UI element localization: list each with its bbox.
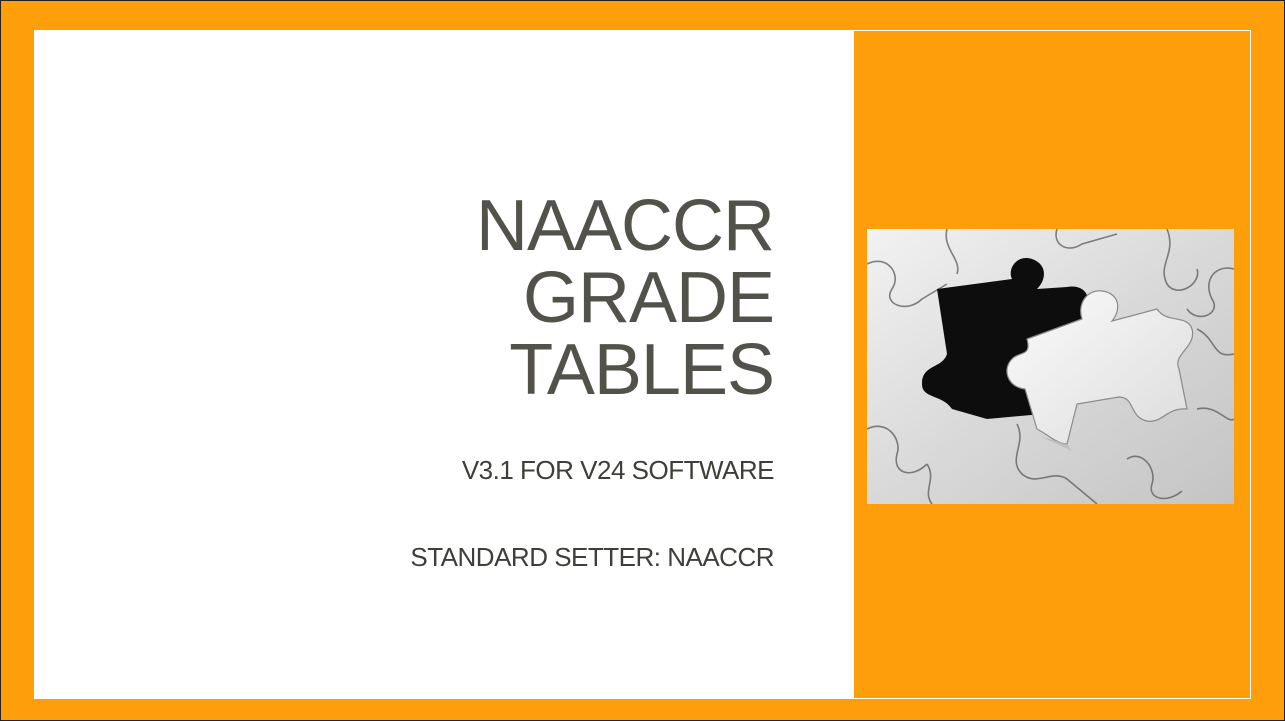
accent-frame: [854, 30, 1251, 699]
puzzle-image: [867, 229, 1234, 504]
slide-title: NAACCR GRADE TABLES: [475, 186, 775, 410]
text-panel: NAACCR GRADE TABLES V3.1 FOR V24 SOFTWAR…: [34, 30, 854, 699]
title-line-1: NAACCR: [475, 186, 775, 266]
standard-setter-subtitle: STANDARD SETTER: NAACCR: [410, 542, 774, 572]
title-line-2: GRADE: [522, 258, 775, 338]
version-subtitle: V3.1 FOR V24 SOFTWARE: [461, 455, 775, 485]
title-line-3: TABLES: [509, 330, 775, 410]
